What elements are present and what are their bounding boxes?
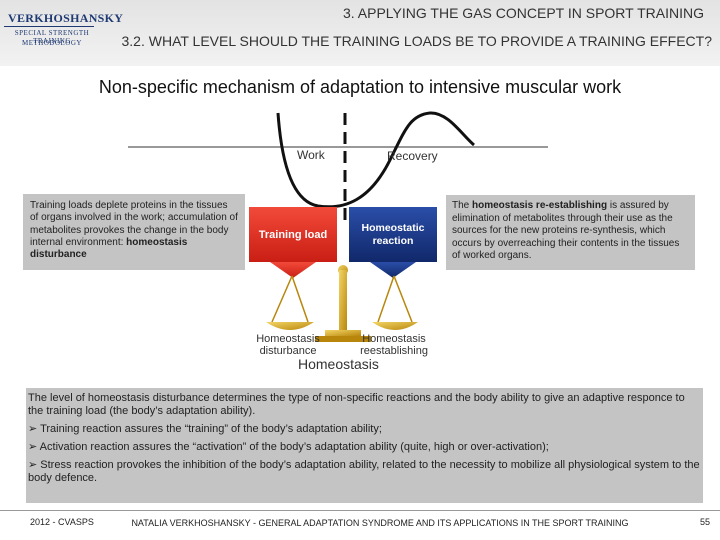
homeostatic-reaction-box: Homeostatic reaction — [349, 207, 437, 262]
recovery-effect-text: The homeostasis re-establishing is assur… — [446, 195, 695, 270]
load-effect-text: Training loads deplete proteins in the t… — [23, 194, 245, 270]
logo: VERKHOSHANSKY SPECIAL STRENGTH TRAINING … — [2, 8, 123, 54]
logo-line3: METHODOLOGY — [22, 39, 82, 47]
bullet-text: Activation reaction assures the “activat… — [39, 441, 549, 453]
recovery-text-post: is assured by elimination of metabolites… — [452, 200, 680, 261]
slide-header: VERKHOSHANSKY SPECIAL STRENGTH TRAINING … — [0, 0, 720, 66]
subsection-title: 3.2. WHAT LEVEL SHOULD THE TRAINING LOAD… — [121, 33, 713, 49]
training-load-box: Training load — [249, 207, 337, 262]
bullet-item: ➢ Training reaction assures the “trainin… — [28, 423, 701, 436]
bullet-item: ➢ Activation reaction assures the “activ… — [28, 441, 701, 454]
scale-left-label: Homeostasis disturbance — [256, 333, 320, 357]
recovery-text-pre: The — [452, 200, 473, 211]
footer-divider — [0, 510, 720, 511]
section-title: 3. APPLYING THE GAS CONCEPT IN SPORT TRA… — [343, 5, 704, 21]
bullet-text: Training reaction assures the “training”… — [40, 423, 382, 435]
load-effect-text-emphasis: homeostasis disturbance — [30, 236, 188, 261]
scale-right-label: Homeostasis reestablishing — [360, 333, 428, 357]
slide-title: Non-specific mechanism of adaptation to … — [98, 77, 622, 97]
recovery-label: Recovery — [387, 149, 438, 163]
page-number: 55 — [700, 517, 711, 527]
logo-name: VERKHOSHANSKY — [8, 11, 124, 25]
footer-center: NATALIA VERKHOSHANSKY - GENERAL ADAPTATI… — [131, 518, 629, 528]
arrow-bullet-icon: ➢ — [28, 459, 41, 471]
intro-paragraph: The level of homeostasis disturbance det… — [28, 392, 685, 417]
logo-rule — [4, 26, 94, 27]
adaptation-curve — [276, 111, 475, 209]
homeostasis-label: Homeostasis — [298, 356, 379, 372]
load-effect-text-body: Training loads deplete proteins in the t… — [30, 200, 238, 248]
reaction-types-panel: The level of homeostasis disturbance det… — [26, 388, 703, 503]
bullet-item: ➢ Stress reaction provokes the inhibitio… — [28, 459, 701, 485]
footer-left: 2012 - CVASPS — [30, 517, 94, 527]
recovery-text-emphasis: homeostasis re-establishing — [472, 200, 608, 211]
logo-line2: SPECIAL STRENGTH TRAINING — [14, 29, 90, 45]
arrow-bullet-icon: ➢ — [28, 423, 41, 435]
balance-scale-icon — [266, 265, 418, 342]
training-load-arrow — [270, 262, 316, 278]
bullet-text: Stress reaction provokes the inhibition … — [28, 459, 700, 484]
work-label: Work — [297, 148, 325, 162]
homeostatic-reaction-arrow — [370, 262, 416, 278]
arrow-bullet-icon: ➢ — [28, 441, 40, 453]
